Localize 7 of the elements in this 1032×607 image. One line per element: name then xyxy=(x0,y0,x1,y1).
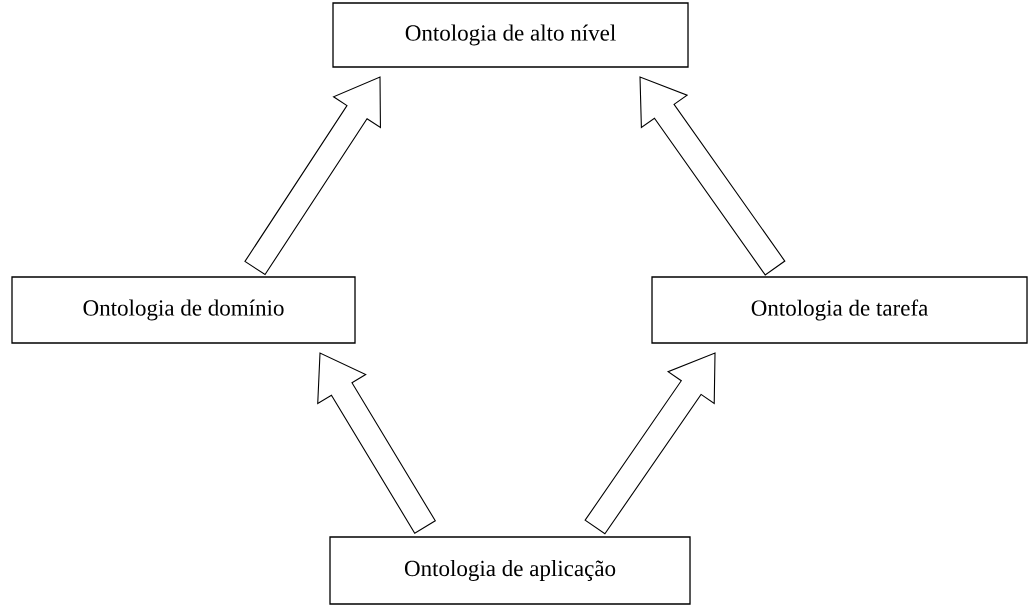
block-arrow xyxy=(584,352,716,535)
ontology-box: Ontologia de tarefa xyxy=(651,276,1028,344)
ontology-box: Ontologia de domínio xyxy=(11,276,356,344)
block-arrow xyxy=(244,76,381,276)
ontology-box: Ontologia de aplicação xyxy=(329,536,691,605)
ontology-box: Ontologia de alto nível xyxy=(332,2,689,68)
block-arrow xyxy=(639,76,786,276)
